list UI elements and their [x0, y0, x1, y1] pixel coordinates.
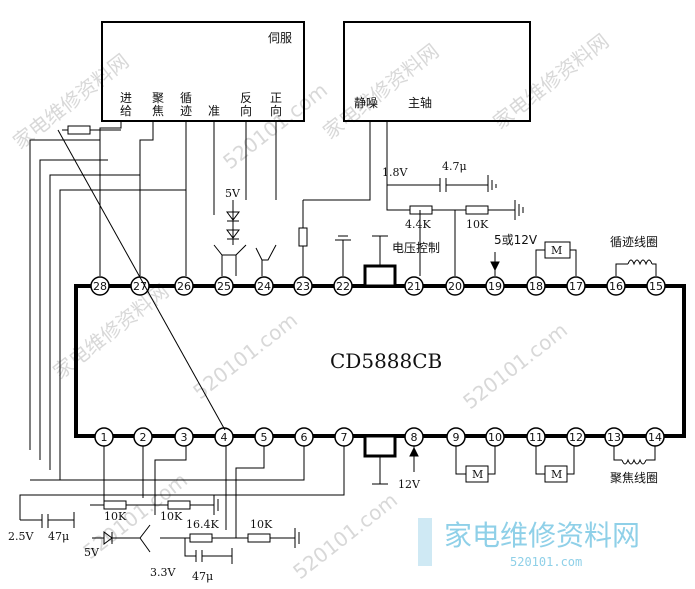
label-1-8v: 1.8V [382, 166, 408, 179]
servo-signal-char: 准 [208, 104, 220, 118]
label-r-10k-b: 10K [160, 510, 183, 523]
watermark-text: 520101.com [188, 308, 302, 404]
bottom-pin-number: 1 [101, 431, 108, 444]
label-3-3v: 3.3V [150, 566, 176, 579]
top-pin-number: 22 [336, 280, 350, 293]
label-motor-top: M [551, 244, 562, 257]
bottom-pin-number: 11 [529, 431, 543, 444]
top-pin-number: 18 [529, 280, 543, 293]
watermark-layer: 家电维修资料网 520101.com 家电维修资料网 家电维修资料网 家电维修资… [8, 29, 613, 584]
top-pin-circle [526, 276, 546, 296]
label-r-4-4k: 4.4K [405, 218, 431, 231]
servo-signal-char: 迹 [180, 104, 192, 118]
label-cap-47u-bottom: 47μ [192, 570, 213, 583]
top-pin-circle [174, 276, 194, 296]
label-r-10k-a: 10K [104, 510, 127, 523]
label-tracking-coil: 循迹线圈 [610, 235, 658, 249]
top-pin-circle [333, 276, 353, 296]
top-pin-circle [646, 276, 666, 296]
top-pin-number: 20 [448, 280, 462, 293]
logo-url: 520101.com [510, 555, 582, 569]
label-motor-b: M [551, 468, 562, 481]
bottom-pin-number: 13 [607, 431, 621, 444]
watermark-text: 家电维修资料网 [48, 279, 173, 384]
ic-chip: CD5888CB [74, 264, 686, 458]
servo-signal-char: 焦 [152, 104, 164, 118]
servo-signal-labels: 进给聚焦循迹准反向正向 [120, 91, 282, 118]
watermark-text: 520101.com [458, 318, 572, 414]
top-pin-circle [445, 276, 465, 296]
top-pin-circle [485, 276, 505, 296]
watermark-text: 家电维修资料网 [488, 29, 613, 134]
label-5-or-12v: 5或12V [494, 233, 538, 247]
bottom-pin-number: 14 [648, 431, 662, 444]
top-pin-number: 26 [177, 280, 191, 293]
label-focus-coil: 聚焦线圈 [610, 471, 658, 485]
label-voltage-control: 电压控制 [392, 241, 440, 255]
bottom-pin-number: 9 [453, 431, 460, 444]
servo-signal-char: 给 [120, 104, 132, 118]
bottom-pin-number: 8 [411, 431, 418, 444]
label-cap-47u-left: 47μ [48, 530, 69, 543]
bottom-pin-number: 10 [488, 431, 502, 444]
servo-signal-char: 反 [240, 91, 252, 105]
top-pin-number: 28 [93, 280, 107, 293]
bottom-pin-number: 3 [181, 431, 188, 444]
servo-signal-char: 进 [120, 91, 132, 105]
top-pin-circle [90, 276, 110, 296]
spindle-signal-main: 主轴 [408, 95, 432, 110]
top-pin-number: 24 [257, 280, 271, 293]
site-logo: 家电维修资料网 520101.com [418, 518, 640, 569]
bottom-pin-number: 4 [221, 431, 228, 444]
top-pin-circle [293, 276, 313, 296]
watermark-text: 520101.com [288, 488, 402, 584]
label-5v-top: 5V [225, 187, 241, 200]
servo-signal-char: 正 [270, 91, 282, 105]
servo-title: 伺服 [268, 31, 292, 45]
label-r-16-4k: 16.4K [186, 518, 219, 531]
servo-signal-char: 循 [180, 91, 192, 105]
label-cap-4-7u: 4.7μ [442, 160, 467, 173]
top-pin-circle [214, 276, 234, 296]
label-r-10k-c: 10K [250, 518, 273, 531]
bottom-pin-number: 12 [569, 431, 583, 444]
top-pin-circle [404, 276, 424, 296]
servo-signal-char: 向 [240, 103, 252, 118]
bottom-pin-number: 5 [261, 431, 268, 444]
spindle-signal-mute: 静噪 [354, 96, 378, 110]
top-pin-number: 15 [649, 280, 663, 293]
top-pin-number: 21 [407, 280, 421, 293]
top-pin-number: 19 [488, 280, 502, 293]
labels: 1.8V 4.7μ 4.4K 10K 电压控制 5或12V 循迹线圈 聚焦线圈 … [8, 160, 658, 583]
servo-signal-char: 向 [270, 103, 282, 118]
bottom-pin-number: 2 [140, 431, 147, 444]
label-5v-bottom: 5V [84, 546, 100, 559]
bottom-pin-number: 7 [341, 431, 348, 444]
bottom-pin-number: 6 [301, 431, 308, 444]
label-motor-a: M [472, 468, 483, 481]
top-pin-number: 16 [609, 280, 623, 293]
top-pin-circle [254, 276, 274, 296]
bottom-pin-circle [566, 427, 586, 447]
servo-block: 伺服 [101, 21, 305, 122]
spindle-block: 静噪 主轴 [343, 21, 531, 122]
chip-name: CD5888CB [330, 349, 442, 373]
label-12v: 12V [398, 478, 421, 491]
top-pin-number: 17 [569, 280, 583, 293]
wiring [19, 121, 657, 564]
label-2-5v: 2.5V [8, 530, 34, 543]
label-r-10k-top: 10K [466, 218, 489, 231]
watermark-text: 家电维修资料网 [318, 39, 443, 144]
top-pin-circle [566, 276, 586, 296]
watermark-text: 家电维修资料网 [8, 49, 133, 154]
top-pin-number: 25 [217, 280, 231, 293]
logo-text: 家电维修资料网 [444, 519, 640, 552]
bottom-pin-circle [174, 427, 194, 447]
top-pin-number: 23 [296, 280, 310, 293]
top-pin-circle [606, 276, 626, 296]
servo-signal-char: 聚 [152, 91, 164, 105]
